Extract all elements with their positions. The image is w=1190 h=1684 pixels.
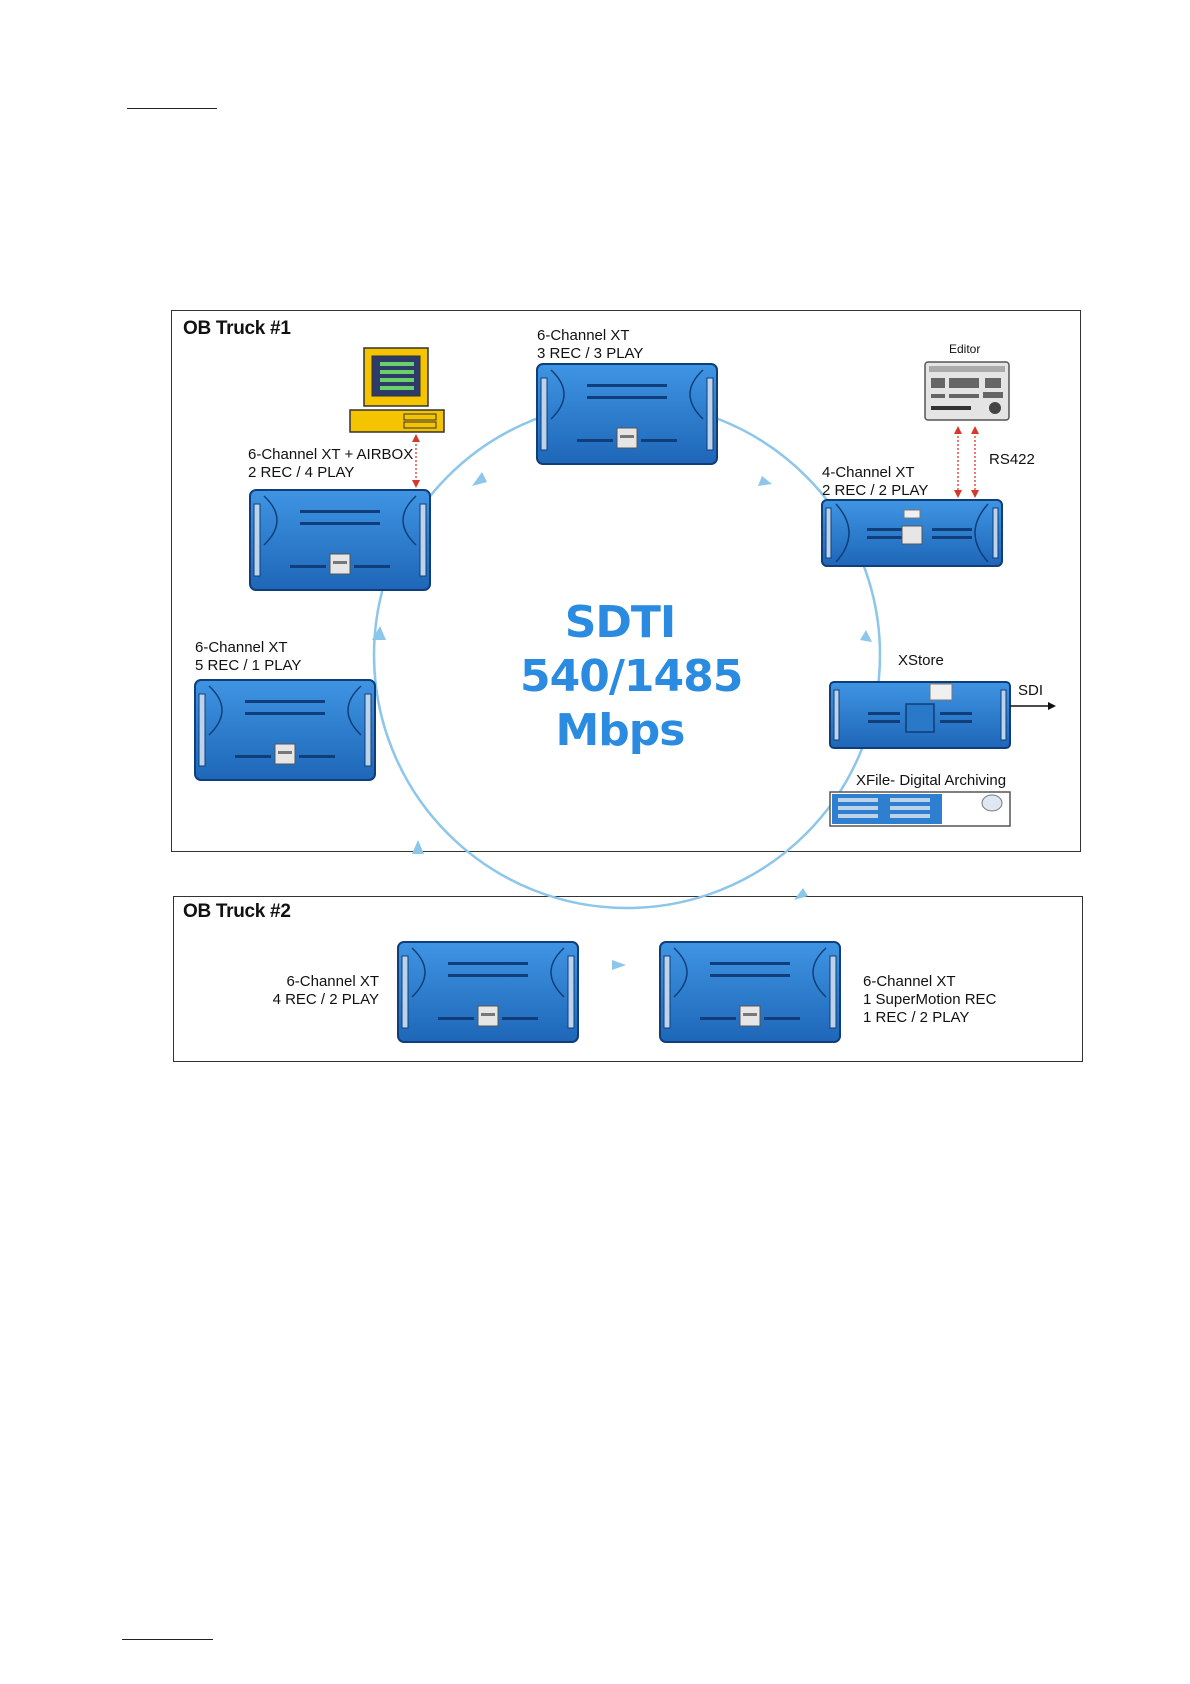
sdti-label-line1: SDTI [520, 596, 720, 650]
xstore-label: XStore [898, 652, 944, 670]
ring-arrow [472, 472, 487, 486]
server-four-channel-line1: 4-Channel XT [822, 464, 928, 482]
sdti-label-line3: Mbps [520, 704, 720, 758]
truck2-left-line2: 4 REC / 2 PLAY [260, 991, 379, 1009]
airbox-arrow-head-up [412, 434, 420, 442]
ob-truck-2-title: OB Truck #2 [183, 901, 291, 923]
server-top-line1: 6-Channel XT [537, 327, 643, 345]
ring-arrow [758, 476, 772, 486]
server-top-line2: 3 REC / 3 PLAY [537, 345, 643, 363]
xfile-archive-icon [830, 792, 1010, 826]
sdti-label-line2: 540/1485 [520, 650, 720, 704]
sdi-label: SDI [1018, 682, 1043, 700]
truck2-right-line2: 1 SuperMotion REC [863, 991, 996, 1009]
truck2-right-server-label: 6-Channel XT 1 SuperMotion REC 1 REC / 2… [863, 973, 996, 1027]
editor-label: Editor [949, 340, 980, 358]
server-left-line1: 6-Channel XT [195, 639, 301, 657]
computer-icon [350, 348, 444, 432]
truck2-right-line1: 6-Channel XT [863, 973, 996, 991]
rs422-arrow-head-up [971, 426, 979, 434]
server-four-channel-line2: 2 REC / 2 PLAY [822, 482, 928, 500]
server-four-channel-label: 4-Channel XT 2 REC / 2 PLAY [822, 464, 928, 500]
truck2-left-server-label: 6-Channel XT 4 REC / 2 PLAY [260, 973, 379, 1009]
server-airbox-label: 6-Channel XT + AIRBOX 2 REC / 4 PLAY [248, 446, 413, 482]
ring-arrow [860, 630, 872, 642]
sdi-arrow-head [1048, 702, 1056, 710]
server-rack-icon [822, 500, 1002, 566]
rs422-label: RS422 [989, 451, 1035, 469]
server-rack-icon [398, 942, 578, 1042]
ring-arrow [794, 888, 808, 900]
server-rack-icon [537, 364, 717, 464]
server-airbox-line2: 2 REC / 4 PLAY [248, 464, 413, 482]
server-left-line2: 5 REC / 1 PLAY [195, 657, 301, 675]
xfile-line1: XFile- Digital Archiving [856, 772, 1006, 790]
server-airbox-line1: 6-Channel XT + AIRBOX [248, 446, 413, 464]
ob-truck-1-title: OB Truck #1 [183, 318, 291, 340]
xfile-label: XFile- Digital Archiving [856, 772, 1006, 790]
server-rack-icon [250, 490, 430, 590]
server-rack-icon [660, 942, 840, 1042]
truck2-right-line3: 1 REC / 2 PLAY [863, 1009, 996, 1027]
server-left-label: 6-Channel XT 5 REC / 1 PLAY [195, 639, 301, 675]
editor-controller-icon [925, 362, 1009, 420]
ring-arrow [612, 960, 626, 970]
rs422-arrow-head-down [971, 490, 979, 498]
xstore-line1: XStore [898, 652, 944, 670]
server-rack-icon [195, 680, 375, 780]
sdti-network-label: SDTI 540/1485 Mbps [520, 596, 720, 758]
server-top-label: 6-Channel XT 3 REC / 3 PLAY [537, 327, 643, 363]
rs422-arrow-head-down [954, 490, 962, 498]
server-rack-icon [830, 682, 1010, 748]
ring-arrow [412, 840, 424, 854]
rs422-arrow-head-up [954, 426, 962, 434]
truck2-left-line1: 6-Channel XT [260, 973, 379, 991]
